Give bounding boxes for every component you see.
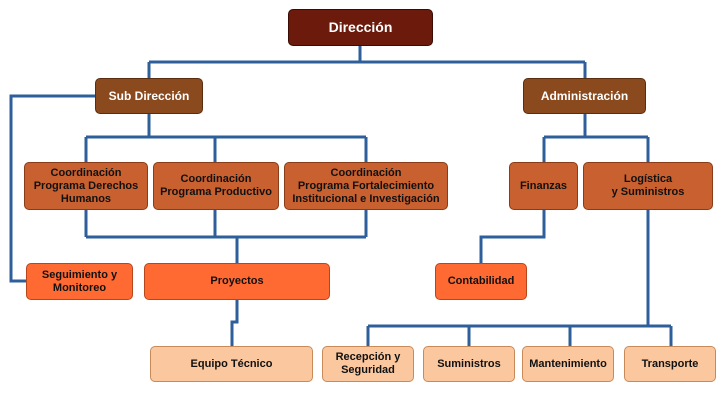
node-proyectos: Proyectos	[144, 263, 330, 300]
node-administracion: Administración	[523, 78, 646, 114]
node-finanzas: Finanzas	[509, 162, 578, 210]
node-recepcion: Recepción y Seguridad	[322, 346, 414, 382]
node-coord-productivo: Coordinación Programa Productivo	[153, 162, 279, 210]
connector-finanzas-to-contabilidad	[479, 210, 546, 263]
node-logistica: Logística y Suministros	[583, 162, 713, 210]
connector-proyectos-to-equipo	[230, 300, 239, 346]
node-contabilidad: Contabilidad	[435, 263, 527, 300]
connector-sub-to-seguimiento	[9, 94, 95, 283]
node-suministros: Suministros	[423, 346, 515, 382]
node-seguimiento: Seguimiento y Monitoreo	[26, 263, 133, 300]
node-mantenimiento: Mantenimiento	[522, 346, 614, 382]
node-equipo-tecnico: Equipo Técnico	[150, 346, 313, 382]
node-sub-direccion: Sub Dirección	[95, 78, 203, 114]
node-coord-derechos: Coordinación Programa Derechos Humanos	[24, 162, 148, 210]
node-direccion: Dirección	[288, 9, 433, 46]
node-transporte: Transporte	[624, 346, 716, 382]
node-coord-fortalecimiento: Coordinación Programa Fortalecimiento In…	[284, 162, 448, 210]
